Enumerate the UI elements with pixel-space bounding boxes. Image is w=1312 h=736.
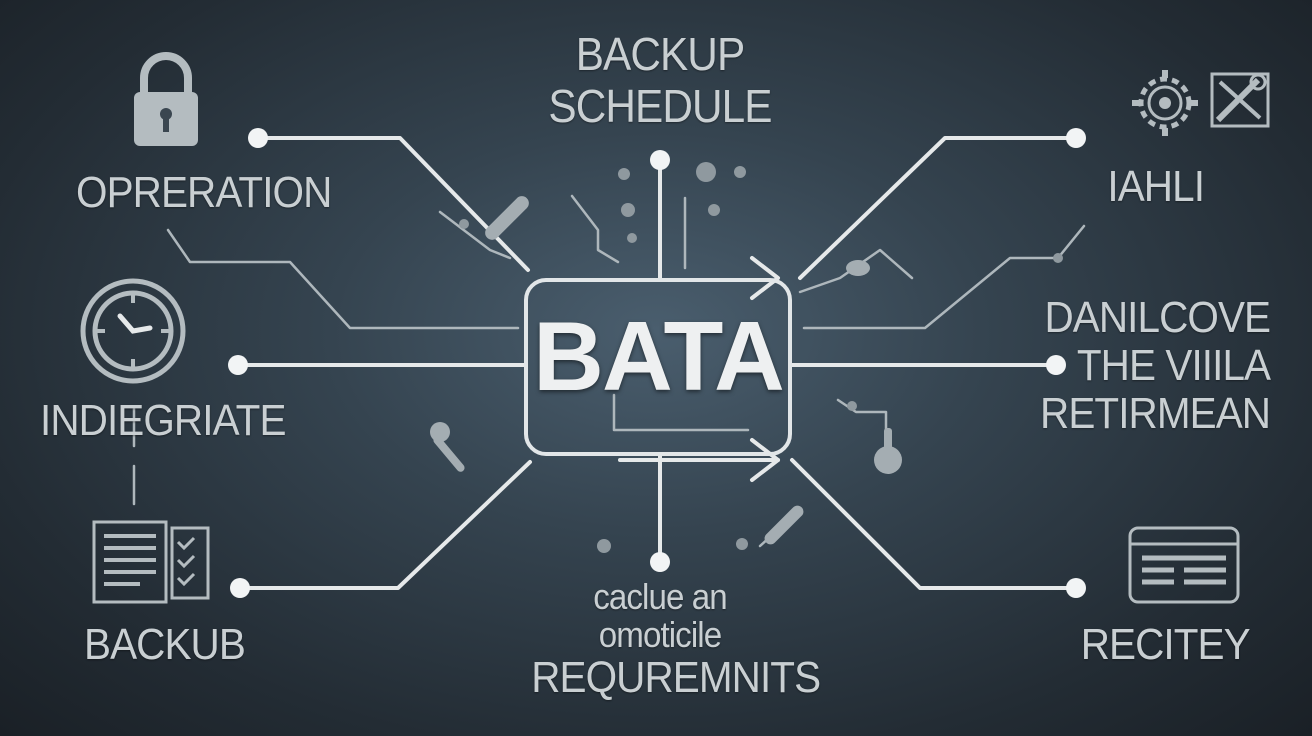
top-label-line2: SCHEDULE: [548, 80, 772, 132]
bottom-label-line2: omoticile: [598, 614, 722, 655]
left-label-operation: OPRERATION: [76, 168, 332, 217]
right-label-middle-line1: DANILCOVE: [1044, 293, 1271, 342]
gear-icon: [1132, 70, 1198, 136]
right-label-middle-line2: THE VIIILA: [1076, 341, 1271, 390]
clock-icon: [80, 278, 186, 384]
left-label-backup: BACKUB: [84, 620, 246, 669]
right-label-middle: DANILCOVE THE VIIILA RETIRMEAN: [1039, 293, 1271, 438]
center-node-title: BATA: [533, 301, 785, 411]
top-label-line1: BACKUP: [575, 28, 745, 80]
right-label-bottom: RECITEY: [1080, 620, 1251, 669]
right-label-middle-line3: RETIRMEAN: [1039, 389, 1271, 438]
browser-window-icon: [1128, 526, 1240, 604]
tools-icon: [1210, 72, 1270, 128]
center-node-box: [524, 278, 792, 456]
left-label-integrate: INDIEGRIATE: [40, 396, 286, 445]
top-label: BACKUP SCHEDULE: [531, 28, 789, 132]
bottom-label-line3: REQUREMNITS: [531, 653, 821, 702]
bottom-label-line1: caclue an: [593, 576, 727, 617]
right-label-top: IAHLI: [1107, 162, 1205, 211]
lock-icon: [134, 52, 198, 146]
document-checklist-icon: [92, 520, 210, 604]
bottom-label: caclue an omoticile REQUREMNITS: [531, 576, 821, 702]
